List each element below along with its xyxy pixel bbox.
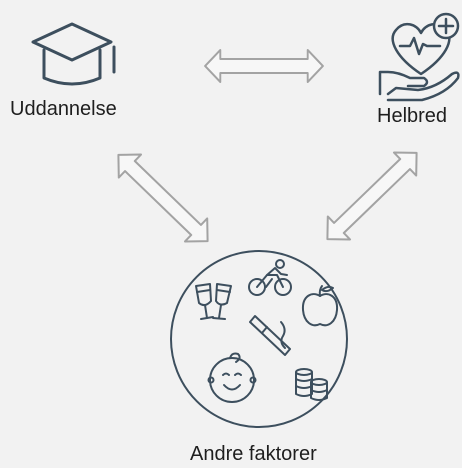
cigarette-icon	[249, 315, 291, 356]
cyclist-icon	[248, 259, 292, 296]
arrow-education-health	[204, 49, 324, 83]
wine-glasses-icon	[195, 283, 232, 320]
arrow-health-other	[315, 140, 429, 252]
education-label: Uddannelse	[10, 98, 117, 120]
other-factors-label: Andre faktorer	[190, 443, 317, 465]
graduation-cap-icon	[31, 22, 116, 86]
apple-icon	[301, 285, 339, 327]
health-label: Helbred	[377, 105, 448, 127]
heart-in-hand-icon	[378, 12, 460, 102]
arrow-education-other	[106, 142, 220, 254]
coins-stack-icon	[295, 368, 328, 401]
other-factors-circle	[170, 250, 348, 428]
baby-face-icon	[207, 352, 257, 403]
